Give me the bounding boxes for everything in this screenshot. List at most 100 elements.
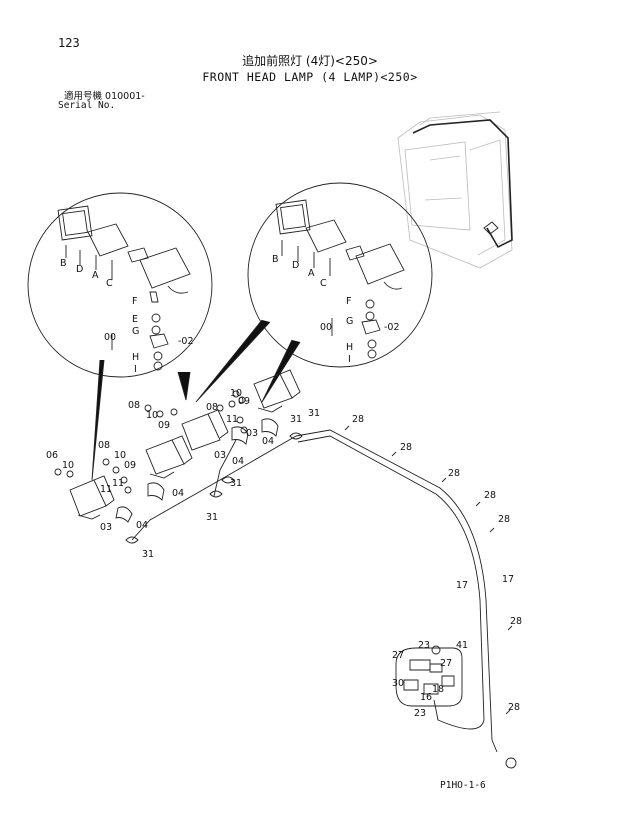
- callout-10-c: 10: [62, 460, 74, 471]
- fastener-hardware: [54, 390, 248, 494]
- main-harness: [295, 429, 498, 753]
- connector-bundle: [395, 645, 463, 707]
- leader-right: [261, 339, 301, 403]
- callout-28-b: 28: [400, 442, 412, 453]
- callout-left-C: C: [106, 278, 113, 289]
- callout-31-c: 31: [230, 478, 242, 489]
- callout-09-a: 09: [158, 420, 170, 431]
- callout-left-E: E: [132, 314, 138, 325]
- callout-28-f: 28: [510, 616, 522, 627]
- callout-28-a: 28: [352, 414, 364, 425]
- callout-left-I: I: [134, 364, 137, 375]
- branch-harness: [131, 435, 297, 541]
- callout-09-b: 09: [238, 396, 250, 407]
- callout-06: 06: [46, 450, 58, 461]
- cab-outline: [397, 111, 513, 269]
- callout-right-00: 00: [320, 322, 332, 333]
- callout-23-a: 23: [418, 640, 430, 651]
- clip-4: [289, 432, 303, 440]
- callout-31-a: 31: [290, 414, 302, 425]
- callout-17-a: 17: [456, 580, 468, 591]
- callout-left-F: F: [132, 296, 137, 307]
- callout-28-d: 28: [484, 490, 496, 501]
- w-mark: [505, 757, 517, 769]
- callout-03-c: 03: [100, 522, 112, 533]
- leader-left: [91, 359, 105, 481]
- lamp-1: [69, 475, 115, 520]
- callout-right-G: G: [346, 316, 353, 327]
- callout-04-a: 04: [262, 436, 274, 447]
- callout-left-02: -02: [178, 336, 194, 347]
- callout-31-d: 31: [206, 512, 218, 523]
- bracket-1: [115, 506, 133, 523]
- callout-right-B: B: [272, 254, 279, 265]
- callout-right-I: I: [348, 354, 351, 365]
- callout-30: 30: [392, 678, 404, 689]
- callout-28-g: 28: [508, 702, 520, 713]
- callout-03-b: 03: [214, 450, 226, 461]
- callout-10-a: 10: [146, 410, 158, 421]
- lamp-3: [181, 409, 229, 451]
- callout-11-b: 11: [100, 484, 112, 495]
- callout-27-b: 27: [440, 658, 452, 669]
- callout-11-c: 11: [112, 478, 124, 489]
- detail-oval-right: [247, 182, 433, 368]
- page-title-japanese: 追加前照灯 (4灯)<250>: [242, 54, 378, 68]
- callout-left-A: A: [92, 270, 99, 281]
- callout-27-a: 27: [392, 650, 404, 661]
- callout-10-d: 10: [114, 450, 126, 461]
- callout-10-b: 10: [230, 388, 242, 399]
- callout-04-d: 04: [136, 520, 148, 531]
- clip-3: [125, 536, 139, 544]
- page-number: 123: [58, 36, 80, 50]
- callout-08-c: 08: [98, 440, 110, 451]
- bolts-28: [344, 425, 513, 715]
- callout-left-B: B: [60, 258, 67, 269]
- cab-connector: [483, 221, 499, 235]
- clip-2: [221, 476, 235, 484]
- callout-11-a: 11: [226, 414, 238, 425]
- clip-1: [209, 490, 223, 498]
- callout-04-c: 04: [172, 488, 184, 499]
- callout-right-A: A: [308, 268, 315, 279]
- lamp-4: [253, 369, 301, 413]
- callout-left-00: 00: [104, 332, 116, 343]
- callout-28-c: 28: [448, 468, 460, 479]
- callout-left-H: H: [132, 352, 139, 363]
- callout-08-b: 08: [206, 402, 218, 413]
- bracket-2: [147, 482, 165, 501]
- callout-17-b: 17: [502, 574, 514, 585]
- page-title: FRONT HEAD LAMP (4 LAMP)<250>: [202, 70, 418, 84]
- branch-harness-2: [213, 439, 237, 497]
- callout-41: 41: [456, 640, 468, 651]
- bracket-3: [231, 426, 249, 445]
- cab-wire-harness: [412, 119, 513, 249]
- figure-code: P1HO-1-6: [440, 780, 486, 791]
- callout-28-e: 28: [498, 514, 510, 525]
- callout-right-02: -02: [384, 322, 400, 333]
- callout-right-H: H: [346, 342, 353, 353]
- callout-16: 16: [420, 692, 432, 703]
- callout-09-c: 09: [124, 460, 136, 471]
- callout-right-C: C: [320, 278, 327, 289]
- leader-mid-b: [195, 319, 271, 403]
- callout-18: 18: [432, 684, 444, 695]
- callout-23-b: 23: [414, 708, 426, 719]
- serial-number-label: Serial No.: [58, 100, 116, 111]
- bracket-4: [261, 418, 279, 437]
- callout-31-b: 31: [308, 408, 320, 419]
- serial-number-label-japanese: 適用号機 010001-: [64, 91, 145, 102]
- callout-03-a: 03: [246, 428, 258, 439]
- callout-31-e: 31: [142, 549, 154, 560]
- callout-left-D: D: [76, 264, 83, 275]
- leader-mid-a: [177, 371, 191, 401]
- lamp-2: [145, 435, 193, 479]
- detail-oval-left: [27, 192, 213, 378]
- callout-08-a: 08: [128, 400, 140, 411]
- callout-left-G: G: [132, 326, 139, 337]
- callout-right-D: D: [292, 260, 299, 271]
- main-harness-inner: [297, 435, 485, 730]
- callout-right-F: F: [346, 296, 351, 307]
- callout-04-b: 04: [232, 456, 244, 467]
